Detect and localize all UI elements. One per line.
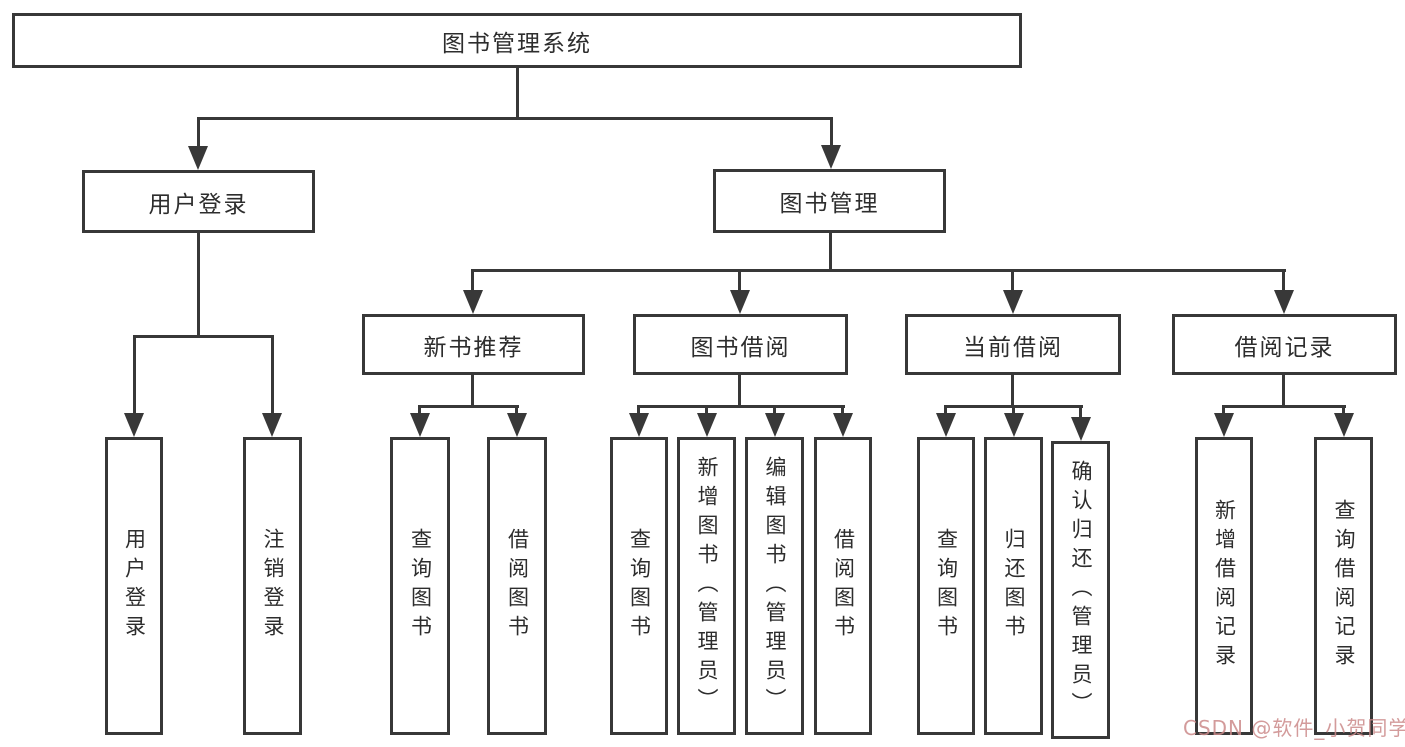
connector-drop xyxy=(773,407,776,415)
connector-drop xyxy=(133,337,136,415)
leaf-query-books: 查询图书 xyxy=(390,437,450,735)
connector-drop xyxy=(471,272,474,292)
connector-drop xyxy=(738,272,741,292)
node-book-management: 图书管理 xyxy=(713,169,946,233)
leaf-logout: 注销登录 xyxy=(243,437,302,735)
connector-bar xyxy=(944,405,1083,408)
leaf-edit-books-admin: 编辑图书（管理员） xyxy=(745,437,804,735)
connector-bar xyxy=(637,405,845,408)
leaf-query-books: 查询图书 xyxy=(917,437,975,735)
csdn-watermark: CSDN @软件_小贺同学 xyxy=(1183,716,1405,740)
connector-drop xyxy=(1079,407,1082,417)
arrow-down-icon xyxy=(507,413,527,437)
leaf-return-books: 归还图书 xyxy=(984,437,1043,735)
node-user-login-group: 用户登录 xyxy=(82,170,315,233)
node-book-borrowing: 图书借阅 xyxy=(633,314,848,375)
connector-drop xyxy=(1011,272,1014,292)
connector-stem xyxy=(471,375,474,407)
connector-stem xyxy=(1011,375,1014,407)
leaf-borrow-books: 借阅图书 xyxy=(487,437,547,735)
arrow-down-icon xyxy=(833,413,853,437)
connector-stem xyxy=(738,375,741,407)
arrow-down-icon xyxy=(1004,413,1024,437)
arrow-down-icon xyxy=(463,290,483,314)
node-new-book-recommendation: 新书推荐 xyxy=(362,314,585,375)
arrow-down-icon xyxy=(730,290,750,314)
arrow-down-icon xyxy=(1214,413,1234,437)
leaf-add-books-admin: 新增图书（管理员） xyxy=(677,437,736,735)
arrow-down-icon xyxy=(1003,290,1023,314)
arrow-down-icon xyxy=(188,146,208,170)
node-borrowing-records: 借阅记录 xyxy=(1172,314,1397,375)
arrow-down-icon xyxy=(821,145,841,169)
arrow-down-icon xyxy=(765,413,785,437)
connector-drop xyxy=(1222,407,1225,415)
arrow-down-icon xyxy=(1274,290,1294,314)
connector-user-login-bar xyxy=(133,335,274,338)
connector-bar xyxy=(1222,405,1346,408)
leaf-borrow-books: 借阅图书 xyxy=(814,437,872,735)
arrow-down-icon xyxy=(629,413,649,437)
connector-level2-bar xyxy=(197,117,833,120)
connector-drop xyxy=(418,407,421,415)
leaf-query-borrow-record: 查询借阅记录 xyxy=(1314,437,1373,735)
connector-drop xyxy=(705,407,708,415)
arrow-down-icon xyxy=(1334,413,1354,437)
arrow-down-icon xyxy=(936,413,956,437)
connector-drop xyxy=(637,407,640,415)
connector-drop xyxy=(841,407,844,415)
leaf-query-books: 查询图书 xyxy=(610,437,668,735)
connector-bar xyxy=(418,405,519,408)
connector-drop xyxy=(1012,407,1015,415)
leaf-confirm-return-admin: 确认归还（管理员） xyxy=(1051,441,1110,739)
connector-drop xyxy=(1282,272,1285,292)
connector-root-stem xyxy=(516,68,519,120)
connector-drop xyxy=(1342,407,1345,415)
connector-drop xyxy=(944,407,947,415)
leaf-add-borrow-record: 新增借阅记录 xyxy=(1195,437,1253,735)
arrow-down-icon xyxy=(697,413,717,437)
connector-book-mgmt-stem xyxy=(829,233,832,271)
connector-level3-bar xyxy=(471,269,1286,272)
arrow-down-icon xyxy=(410,413,430,437)
node-library-management-system: 图书管理系统 xyxy=(12,13,1022,68)
connector-user-login-stem xyxy=(197,233,200,337)
leaf-user-login: 用户登录 xyxy=(105,437,163,735)
arrow-down-icon xyxy=(262,413,282,437)
connector-drop xyxy=(515,407,518,415)
connector-book-mgmt-drop xyxy=(830,119,833,149)
node-current-borrowing: 当前借阅 xyxy=(905,314,1121,375)
arrow-down-icon xyxy=(1071,417,1091,441)
connector-stem xyxy=(1282,375,1285,407)
connector-drop xyxy=(271,337,274,415)
arrow-down-icon xyxy=(124,413,144,437)
connector-user-login-drop xyxy=(197,119,200,149)
